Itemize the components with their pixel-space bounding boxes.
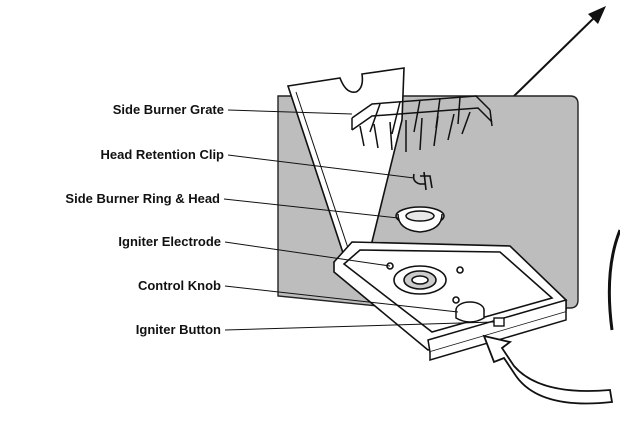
igniter-button: [494, 318, 504, 326]
label-igniter-button: Igniter Button: [136, 322, 221, 338]
label-head-retention-clip: Head Retention Clip: [100, 147, 224, 163]
grill-edge-curve: [609, 230, 620, 330]
push-arrow: [484, 336, 612, 404]
label-side-burner-grate: Side Burner Grate: [113, 102, 224, 118]
label-side-burner-ring-head: Side Burner Ring & Head: [65, 191, 220, 207]
label-control-knob: Control Knob: [138, 278, 221, 294]
exit-arrow: [512, 6, 606, 98]
label-igniter-electrode: Igniter Electrode: [118, 234, 221, 250]
control-knob: [456, 302, 484, 322]
